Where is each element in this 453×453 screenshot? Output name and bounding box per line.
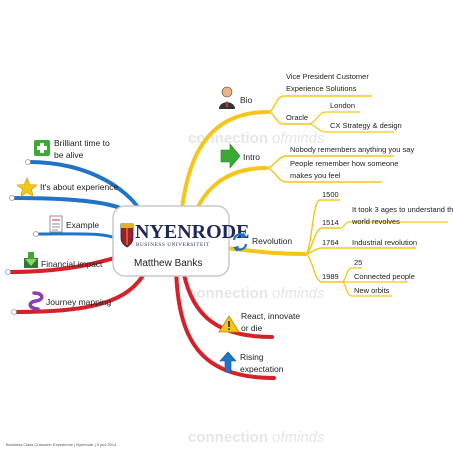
node-intro[interactable]: Intro: [220, 143, 260, 169]
svg-text:Journey mapping: Journey mapping: [46, 297, 111, 307]
node-1989[interactable]: 1989: [322, 272, 339, 281]
node-1764[interactable]: 1764: [322, 238, 339, 247]
node-rising[interactable]: Rising expectation: [219, 351, 284, 374]
svg-text:or die: or die: [241, 323, 263, 333]
node-new-orbits[interactable]: New orbits: [354, 286, 390, 295]
svg-text:Intro: Intro: [243, 152, 260, 162]
arrow-right-icon: [220, 143, 241, 169]
node-people-remember[interactable]: People remember how someone makes you fe…: [290, 159, 398, 180]
node-cx-strategy[interactable]: CX Strategy & design: [330, 121, 402, 130]
svg-text:ofminds: ofminds: [272, 285, 325, 302]
center-title: Matthew Banks: [134, 258, 202, 269]
svg-text:ofminds: ofminds: [272, 130, 325, 147]
node-journey[interactable]: Journey mapping: [11, 291, 112, 315]
node-london[interactable]: London: [330, 101, 355, 110]
watermark-middle: connection ofminds: [188, 285, 325, 302]
svg-text:Brilliant time to: Brilliant time to: [54, 138, 110, 148]
footer-text: Business Class Customer Experience | Nye…: [6, 442, 117, 447]
branch-bio-line: [178, 110, 270, 230]
node-nobody-remembers[interactable]: Nobody remembers anything you say: [290, 145, 414, 154]
branch-lines-right: [174, 95, 448, 380]
branch-rising-line: [174, 266, 276, 380]
svg-text:world revolves: world revolves: [351, 217, 400, 226]
node-brilliant[interactable]: Brilliant time to be alive: [25, 138, 111, 165]
svg-text:ofminds: ofminds: [272, 429, 325, 446]
svg-text:be alive: be alive: [54, 150, 84, 160]
watermark-bottom: connection ofminds: [188, 429, 325, 446]
svg-text:expectation: expectation: [240, 364, 284, 374]
branch-example-line: [34, 232, 122, 242]
document-checklist-icon: [49, 215, 63, 233]
node-bio[interactable]: Bio: [219, 86, 253, 109]
svg-text:makes you feel: makes you feel: [290, 171, 341, 180]
university-crest-icon: [120, 223, 134, 248]
download-tray-icon: [24, 252, 38, 268]
svg-text:React, innovate: React, innovate: [241, 311, 300, 321]
refresh-icon: [232, 232, 248, 252]
svg-text:Revolution: Revolution: [252, 236, 292, 246]
node-experience[interactable]: It's about experience: [9, 177, 119, 201]
node-three-ages[interactable]: It took 3 ages to understand the world r…: [351, 205, 453, 226]
node-25[interactable]: 25: [354, 258, 362, 267]
svg-text:connection: connection: [188, 285, 268, 302]
svg-text:People remember how someone: People remember how someone: [290, 159, 398, 168]
node-react[interactable]: React, innovate or die: [218, 311, 300, 333]
node-1500[interactable]: 1500: [322, 190, 339, 199]
warning-icon: [218, 315, 240, 333]
node-revolution[interactable]: Revolution: [232, 232, 292, 252]
node-oracle[interactable]: Oracle: [286, 113, 308, 122]
svg-text:Rising: Rising: [240, 352, 264, 362]
svg-text:Bio: Bio: [240, 95, 253, 105]
svg-text:Example: Example: [66, 220, 99, 230]
branch-react-line: [180, 263, 274, 339]
plus-icon: [34, 140, 50, 156]
node-example[interactable]: Example: [33, 215, 100, 237]
star-icon: [16, 177, 38, 198]
logo-subtitle: BUSINESS UNIVERSITEIT: [136, 242, 210, 248]
arrow-up-icon: [219, 351, 237, 373]
node-bio-role[interactable]: Vice President Customer Experience Solut…: [286, 72, 369, 93]
node-connected-people[interactable]: Connected people: [354, 272, 415, 281]
center-node[interactable]: NYENRODE BUSINESS UNIVERSITEIT Matthew B…: [112, 205, 249, 277]
node-1514[interactable]: 1514: [322, 218, 339, 227]
node-industrial-revolution[interactable]: Industrial revolution: [352, 238, 417, 247]
journey-path-icon: [28, 291, 44, 311]
svg-text:Vice President Customer: Vice President Customer: [286, 72, 369, 81]
svg-text:Experience Solutions: Experience Solutions: [286, 84, 357, 93]
branch-revolution-line: [216, 246, 307, 256]
person-icon: [219, 86, 235, 109]
svg-text:It took 3 ages to understand t: It took 3 ages to understand the: [352, 205, 453, 214]
svg-text:connection: connection: [188, 429, 268, 446]
svg-text:It's about experience: It's about experience: [40, 182, 118, 192]
logo-text: NYENRODE: [135, 221, 249, 243]
node-financial[interactable]: Financial impact: [5, 252, 104, 275]
svg-text:Financial impact: Financial impact: [41, 259, 103, 269]
